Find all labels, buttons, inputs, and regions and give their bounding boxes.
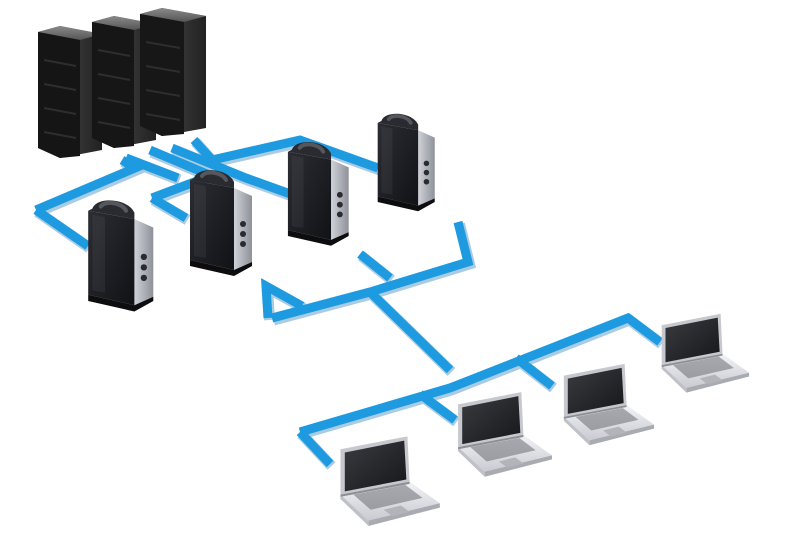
cable-rack-to-server-2 bbox=[124, 153, 180, 183]
cable-backbone-down bbox=[366, 288, 454, 374]
tower-server-icon bbox=[188, 168, 254, 278]
network-cables bbox=[33, 135, 665, 470]
cable-backbone-left-stub bbox=[260, 278, 305, 319]
laptop-icon bbox=[563, 363, 655, 446]
cable-server-1-branch bbox=[33, 206, 91, 250]
cable-backbone-stub bbox=[357, 250, 393, 282]
cable-to-laptop-2 bbox=[417, 390, 458, 424]
server-rack-icon bbox=[38, 8, 206, 158]
cable-rack-to-server-4 bbox=[190, 135, 380, 173]
rack-unit bbox=[38, 26, 102, 158]
laptop-icon bbox=[458, 392, 552, 477]
cable-server-2-drop bbox=[149, 194, 189, 222]
cable-to-laptop-1 bbox=[296, 428, 334, 468]
laptop-icon bbox=[661, 313, 750, 393]
cable-laptop-trunk bbox=[298, 312, 663, 437]
laptop-icon bbox=[340, 436, 440, 526]
cable-backbone bbox=[270, 220, 474, 323]
cable-to-laptop-3 bbox=[513, 354, 555, 390]
cable-rack-to-server-3 bbox=[170, 143, 298, 201]
tower-server-icon bbox=[375, 111, 437, 214]
rack-unit bbox=[140, 8, 206, 136]
tower-server-icon bbox=[88, 200, 153, 311]
